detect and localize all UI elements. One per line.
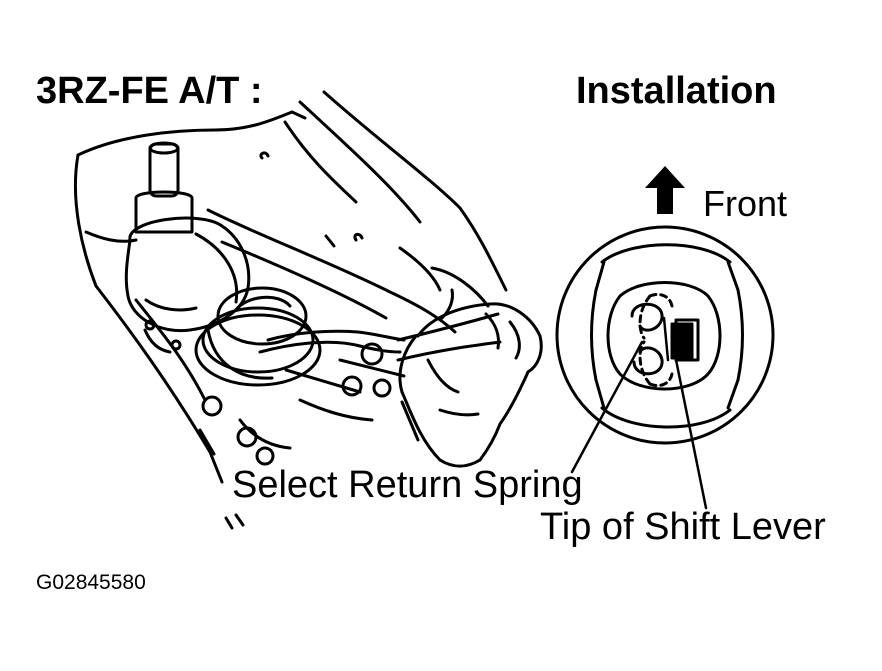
callout-leaders xyxy=(570,338,708,510)
select-return-spring-callout: Select Return Spring xyxy=(232,464,583,506)
front-direction-label: Front xyxy=(703,183,788,224)
shift-lever-tip-callout: Tip of Shift Lever xyxy=(540,506,826,548)
engine-transmission-title: 3RZ-FE A/T : xyxy=(36,70,263,112)
bolt-holes xyxy=(144,151,392,466)
snap-ring-pliers xyxy=(258,312,502,366)
procedure-step-title: Installation xyxy=(576,70,777,112)
arrow-up-icon xyxy=(645,166,685,214)
transmission-housing xyxy=(73,90,508,530)
figure-code: G02845580 xyxy=(36,571,146,594)
shift-housing xyxy=(194,286,322,387)
inset-detail-view xyxy=(555,225,775,445)
shift-lever xyxy=(124,141,251,333)
mechanic-hand xyxy=(398,302,543,468)
